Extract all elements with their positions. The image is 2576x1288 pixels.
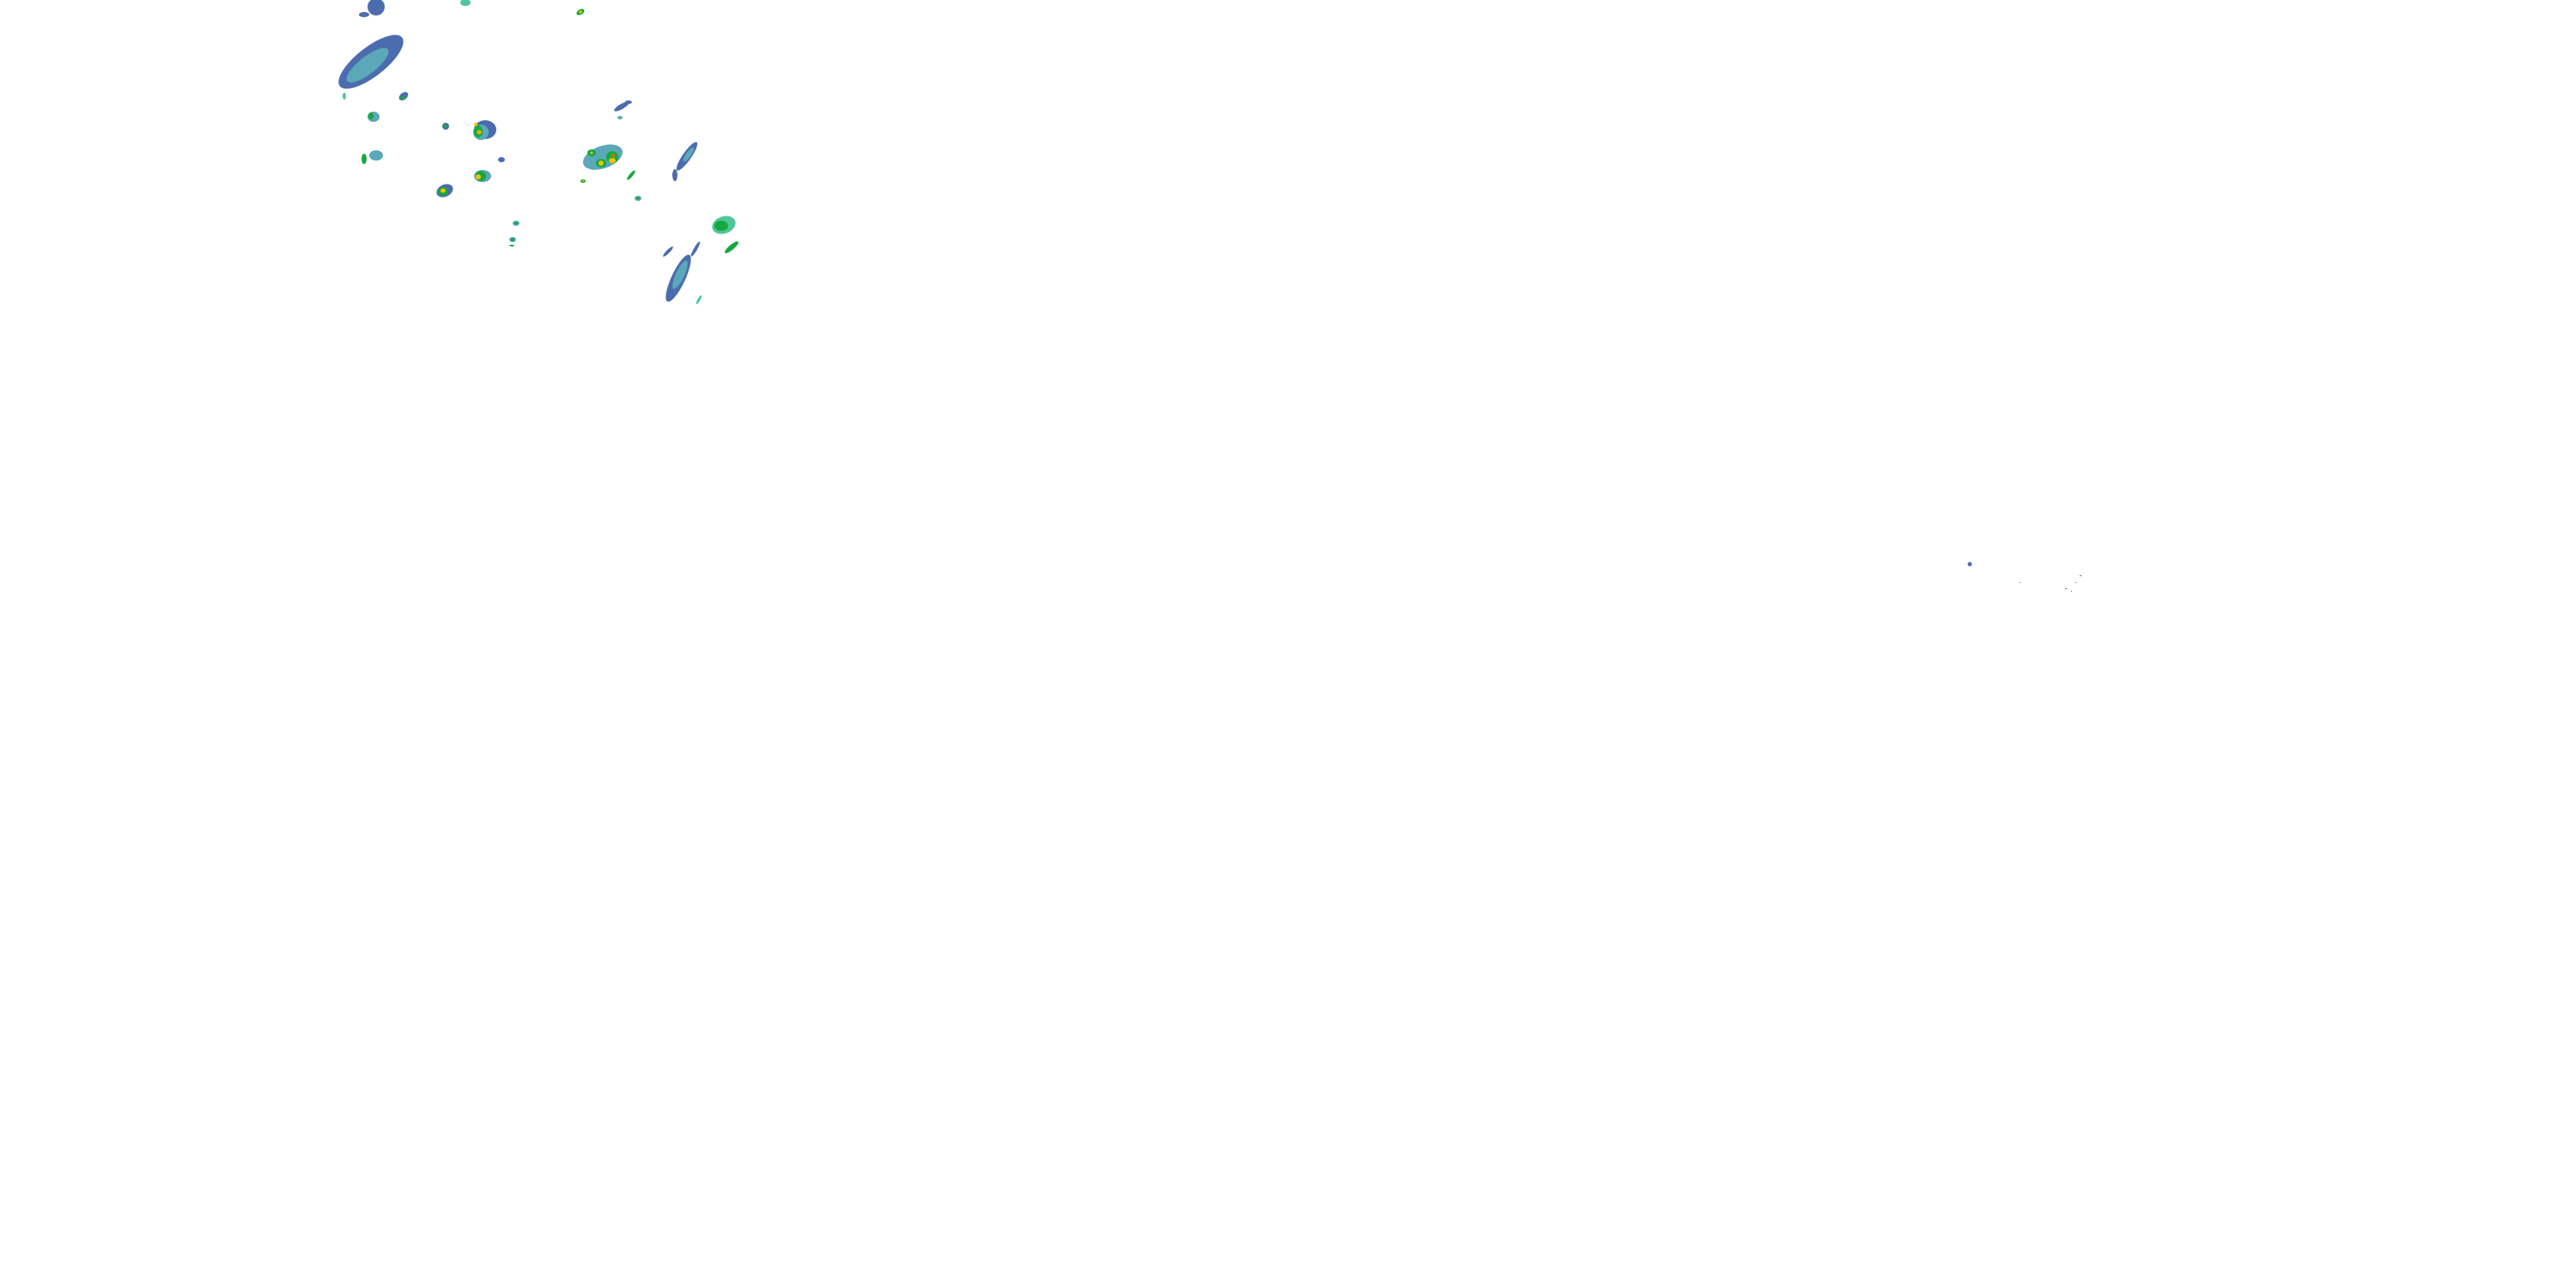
- echo-cell: [696, 295, 702, 305]
- echo-cell: [614, 100, 632, 119]
- echo-cell: [498, 157, 505, 162]
- echo-cell-large-northwest: [338, 34, 404, 89]
- echo-cell-top-left: [359, 0, 385, 17]
- echo-cell-green: [712, 216, 736, 234]
- echo-cell: [343, 93, 346, 100]
- echo-speck: [1967, 562, 1972, 567]
- echo-cell: [725, 241, 738, 253]
- echo-cell: [580, 179, 586, 183]
- echo-cell: [398, 92, 409, 100]
- echo-cell: [627, 170, 635, 180]
- echo-cell: [513, 221, 519, 226]
- storm-cell: [436, 184, 453, 197]
- echo-cell: [635, 196, 641, 201]
- echo-band-east: [672, 142, 698, 181]
- echo-cell: [368, 112, 380, 122]
- echo-speck: [2071, 591, 2072, 592]
- storm-cell: [473, 120, 496, 140]
- echo-cell: [509, 237, 516, 246]
- echo-speck: [2075, 582, 2076, 583]
- echo-speck: [2065, 588, 2067, 589]
- echo-cell: [460, 0, 471, 6]
- storm-cluster: [583, 144, 623, 170]
- echo-cell: [576, 9, 585, 15]
- echo-speck: [2080, 575, 2081, 576]
- echo-cell: [442, 123, 449, 130]
- storm-cell: [474, 170, 491, 182]
- echo-cell: [361, 150, 383, 164]
- echo-band-southeast: [663, 241, 701, 302]
